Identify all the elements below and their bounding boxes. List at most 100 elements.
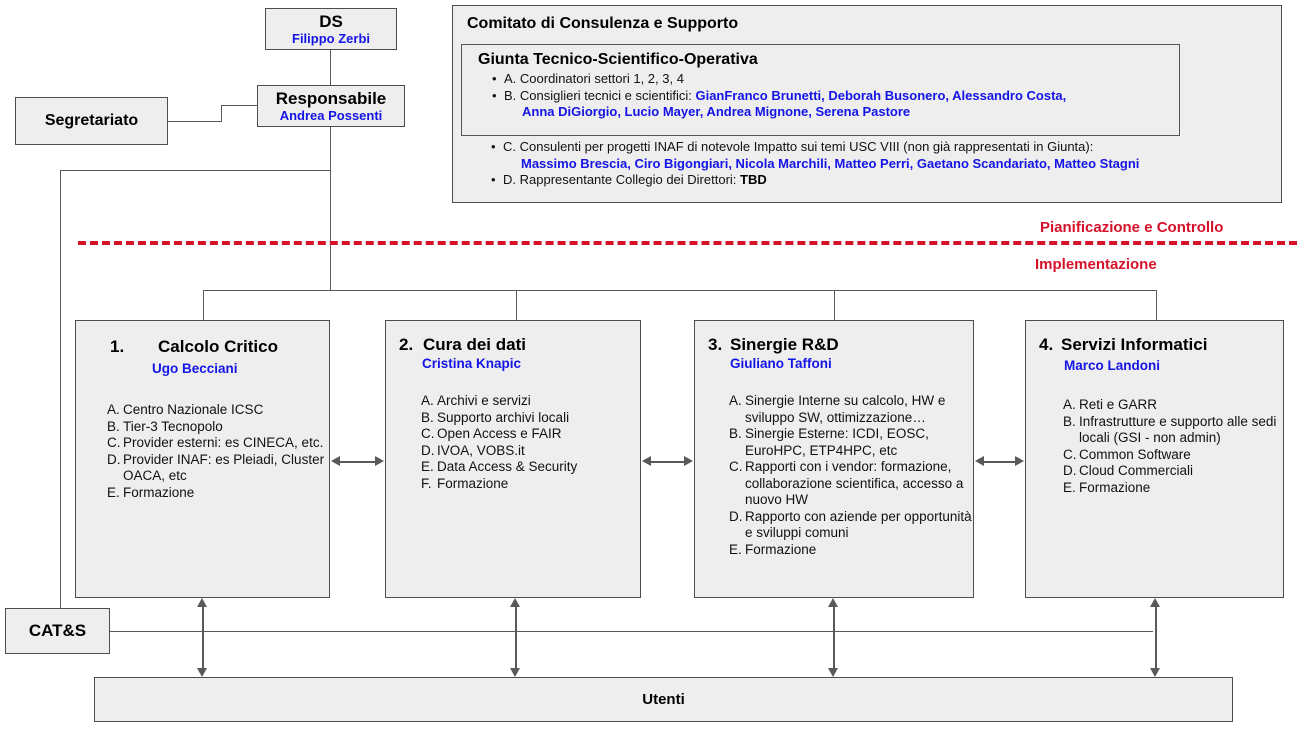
list-item: E.Formazione	[1063, 479, 1151, 495]
comitato-item-c: C. Consulenti per progetti INAF di notev…	[491, 139, 1303, 172]
connector-drop-pillar-2	[516, 290, 517, 320]
arrow-shaft	[833, 605, 835, 670]
arrow-head-down	[1150, 668, 1160, 677]
giunta-header: Giunta Tecnico-Scientifico-Operativa	[478, 51, 758, 68]
pillar-1-number: 1.	[110, 337, 125, 356]
pillar-2-header: 2.Cura dei dati	[386, 321, 640, 355]
arrow-head-up	[197, 598, 207, 607]
pillar-2-number: 2.	[399, 335, 414, 354]
arrow-pillar-3-utenti	[828, 598, 839, 677]
giunta-item-a-text: A. Coordinatori settori 1, 2, 3, 4	[504, 71, 684, 86]
connector-segretariato-h2	[221, 105, 258, 106]
arrow-pillar-2-utenti	[510, 598, 521, 677]
list-item: F.Formazione	[421, 475, 509, 491]
utenti-label: Utenti	[642, 691, 685, 708]
arrow-head-right	[684, 456, 693, 466]
connector-left-spine-vertical	[60, 170, 61, 631]
connector-drop-pillar-1	[203, 290, 204, 320]
box-utenti[interactable]: Utenti	[94, 677, 1233, 722]
ds-person: Filippo Zerbi	[292, 31, 370, 46]
list-item: B.Sinergie Esterne: ICDI, EOSC, EuroHPC,…	[729, 426, 929, 458]
giunta-item-list: A. Coordinatori settori 1, 2, 3, 4 B. Co…	[462, 71, 1179, 121]
pillar-4-header: 4. Servizi Informatici	[1026, 321, 1283, 355]
list-item: B.Supporto archivi locali	[421, 409, 570, 425]
arrow-head-left	[331, 456, 340, 466]
giunta-item-a: A. Coordinatori settori 1, 2, 3, 4	[492, 71, 1179, 88]
connector-responsabile-trunk	[330, 127, 331, 291]
arrow-pillar-1-utenti	[197, 598, 208, 677]
responsabile-person: Andrea Possenti	[279, 108, 383, 123]
pillar-3-item-list: A.Sinergie Interne su calcolo, HW e svil…	[695, 371, 973, 558]
arrow-head-right	[1015, 456, 1024, 466]
connector-cats-bus	[110, 631, 1153, 632]
arrow-pillar-1-2	[331, 456, 384, 467]
list-item: D.Provider INAF: es Pleiadi, Cluster OAC…	[107, 451, 325, 484]
arrow-shaft	[338, 461, 377, 463]
list-item: E.Formazione	[107, 484, 195, 500]
arrow-head-up	[510, 598, 520, 607]
arrow-shaft	[202, 605, 204, 670]
box-giunta-tecnico-scientifico-operativa[interactable]: Giunta Tecnico-Scientifico-Operativa A. …	[461, 44, 1180, 136]
divider-label-above: Pianificazione e Controllo	[1040, 219, 1224, 236]
comitato-item-d-tbd: TBD	[740, 172, 767, 187]
box-pillar-sinergie-rd[interactable]: 3.Sinergie R&D Giuliano Taffoni A.Sinerg…	[694, 320, 974, 598]
arrow-head-down	[197, 668, 207, 677]
list-item: C.Open Access e FAIR	[421, 426, 562, 441]
arrow-head-down	[828, 668, 838, 677]
arrow-head-up	[1150, 598, 1160, 607]
list-item: E.Formazione	[729, 541, 817, 557]
arrow-pillar-4-utenti	[1150, 598, 1161, 677]
box-comitato-consulenza-supporto[interactable]: Comitato di Consulenza e Supporto Giunta…	[452, 5, 1282, 203]
divider-dashed-line	[78, 241, 1297, 245]
arrow-pillar-3-4	[975, 456, 1024, 467]
comitato-item-c-names: Massimo Brescia, Ciro Bigongiari, Nicola…	[521, 155, 1140, 171]
ds-title: DS	[319, 12, 343, 31]
list-item: C.Rapporti con i vendor: formazione, col…	[729, 459, 964, 507]
connector-left-spine-top	[60, 170, 331, 171]
responsabile-title: Responsabile	[275, 89, 387, 108]
pillar-1-person: Ugo Becciani	[152, 361, 238, 376]
list-item: B.Infrastrutture e supporto alle sedi lo…	[1063, 413, 1277, 446]
box-ds[interactable]: DS Filippo Zerbi	[265, 8, 397, 50]
divider-label-below: Implementazione	[1035, 256, 1157, 273]
box-pillar-cura-dei-dati[interactable]: 2.Cura dei dati Cristina Knapic A.Archiv…	[385, 320, 641, 598]
list-item: A.Reti e GARR	[1063, 397, 1158, 412]
list-item: E.Data Access & Security	[421, 459, 578, 474]
arrow-shaft	[515, 605, 517, 670]
pillar-1-item-list: A.Centro Nazionale ICSC B.Tier-3 Tecnopo…	[76, 376, 329, 501]
connector-distributor-bar	[203, 290, 1157, 291]
box-pillar-calcolo-critico[interactable]: 1.Calcolo Critico Ugo Becciani A.Centro …	[75, 320, 330, 598]
giunta-item-b: B. Consiglieri tecnici e scientifici: Gi…	[492, 88, 1179, 121]
arrow-head-left	[642, 456, 651, 466]
pillar-1-header: 1.Calcolo Critico	[76, 321, 329, 357]
box-cats[interactable]: CAT&S	[5, 608, 110, 654]
list-item: D.IVOA, VOBS.it	[421, 442, 525, 458]
list-item: C.Provider esterni: es CINECA, etc.	[107, 435, 324, 450]
pillar-3-person: Giuliano Taffoni	[730, 356, 832, 371]
comitato-item-c-text: C. Consulenti per progetti INAF di notev…	[503, 139, 1094, 154]
connector-drop-pillar-3	[834, 290, 835, 320]
comitato-header: Comitato di Consulenza e Supporto	[467, 15, 739, 32]
list-item: A.Archivi e servizi	[421, 393, 531, 408]
list-item: D.Cloud Commerciali	[1063, 463, 1194, 478]
pillar-2-item-list: A.Archivi e servizi B.Supporto archivi l…	[386, 371, 640, 492]
list-item: B.Tier-3 Tecnopolo	[107, 418, 223, 434]
arrow-head-down	[510, 668, 520, 677]
pillar-4-item-list: A.Reti e GARR B.Infrastrutture e support…	[1026, 373, 1283, 496]
box-pillar-servizi-informatici[interactable]: 4.Servizi Informatici Marco Landoni A.Re…	[1025, 320, 1284, 598]
box-responsabile[interactable]: Responsabile Andrea Possenti	[257, 85, 405, 127]
comitato-item-d-text: D. Rappresentante Collegio dei Direttori…	[503, 172, 741, 187]
list-item: A.Sinergie Interne su calcolo, HW e svil…	[729, 393, 946, 425]
pillar-4-title: Servizi Informatici	[1061, 335, 1208, 354]
giunta-item-b-names2: Anna DiGiorgio, Lucio Mayer, Andrea Mign…	[522, 104, 911, 119]
segretariato-title: Segretariato	[44, 112, 139, 129]
arrow-head-right	[375, 456, 384, 466]
box-segretariato[interactable]: Segretariato	[15, 97, 168, 145]
list-item: A.Centro Nazionale ICSC	[107, 402, 264, 417]
giunta-item-b-text: B. Consiglieri tecnici e scientifici:	[504, 87, 696, 103]
pillar-3-number: 3.	[708, 335, 723, 354]
arrow-head-left	[975, 456, 984, 466]
arrow-pillar-2-3	[642, 456, 693, 467]
pillar-4-number: 4.	[1039, 335, 1054, 354]
